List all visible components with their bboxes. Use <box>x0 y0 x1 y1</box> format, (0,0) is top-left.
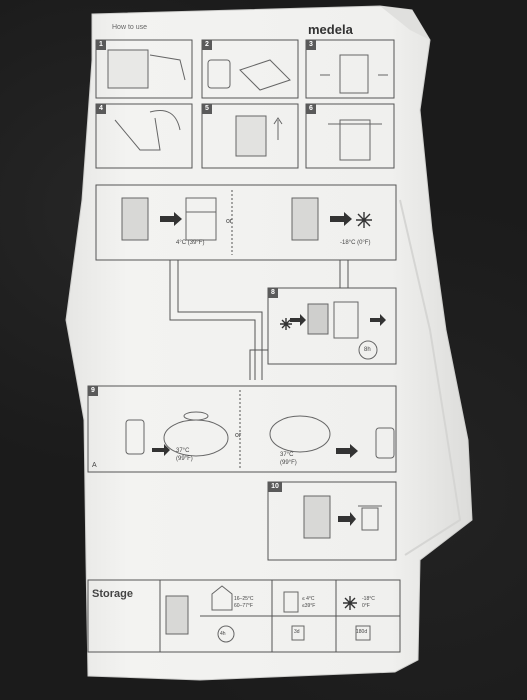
room-temp-f: 60–77°F <box>234 603 253 609</box>
fridge-storage-temp: ≤ 4°C <box>302 596 315 602</box>
step-number-9: 9 <box>88 386 98 396</box>
fridge-temp-label: 4°C (39°F) <box>176 240 205 246</box>
or-label-2: or <box>235 432 242 439</box>
step-number-3: 3 <box>306 40 316 50</box>
room-temp: 16–25°C <box>234 596 254 602</box>
step-number-8: 8 <box>268 288 278 298</box>
section-a-label: A <box>92 462 97 469</box>
step-number-6: 6 <box>306 104 316 114</box>
step-number-1: 1 <box>96 40 106 50</box>
step-number-5: 5 <box>202 104 212 114</box>
warm-left-temp-f: (99°F) <box>176 456 193 462</box>
storage-title: Storage <box>92 588 133 600</box>
room-time: 4h <box>220 631 226 637</box>
freezer-storage-temp: -18°C <box>362 596 375 602</box>
warm-right-temp-f: (99°F) <box>280 460 297 466</box>
warm-right-temp: 37°C <box>280 452 294 458</box>
freezer-time: 180d <box>356 629 368 635</box>
fridge-time: 3d <box>294 629 300 635</box>
freezer-temp-label: -18°C (0°F) <box>340 240 371 246</box>
thaw-time-label: 8h <box>364 347 371 353</box>
step-number-10: 10 <box>268 482 282 492</box>
header-text: How to use <box>112 24 148 31</box>
freezer-storage-temp-f: 0°F <box>362 603 370 609</box>
fridge-storage-temp-f: ≤39°F <box>302 603 316 609</box>
step-number-2: 2 <box>202 40 212 50</box>
warm-left-temp: 37°C <box>176 448 190 454</box>
or-label: or <box>226 218 233 225</box>
medela-logo: medela <box>308 22 353 37</box>
step-number-4: 4 <box>96 104 106 114</box>
